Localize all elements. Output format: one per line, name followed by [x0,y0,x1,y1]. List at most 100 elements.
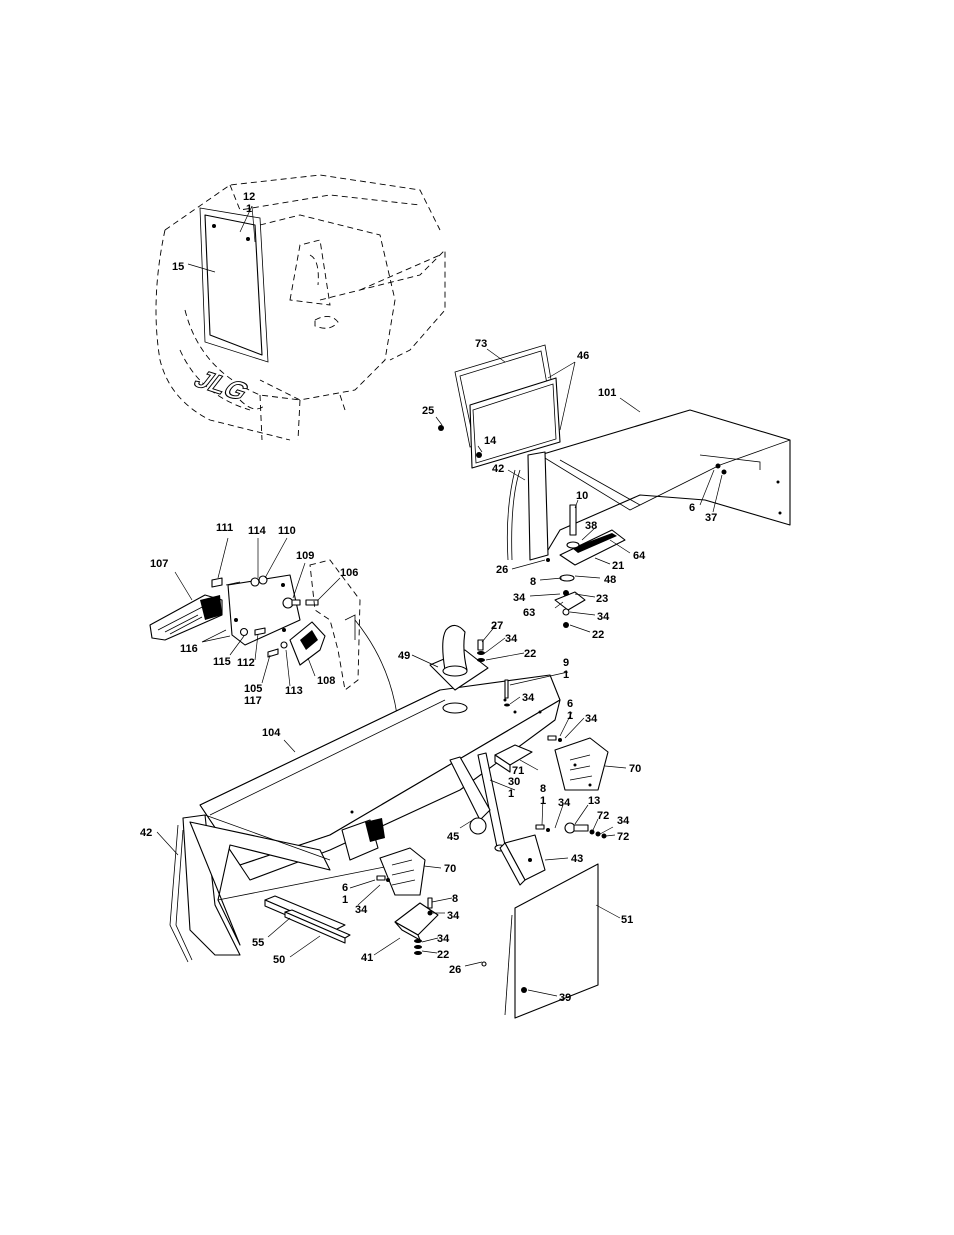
callout-label-34: 34 [597,611,610,623]
part-101-fender [506,409,791,561]
callout-label-6: 6 [689,502,695,514]
callout-label-107: 107 [150,558,168,570]
callout-label-109: 109 [296,550,314,562]
part-45-arm [449,756,491,835]
callout-label-26: 26 [449,964,461,976]
part-106-bracket [309,559,361,691]
callout-label-25: 25 [422,405,434,417]
callout-label-39: 39 [559,992,571,1004]
callout-label-45: 45 [447,831,459,843]
callout-label-104: 104 [262,727,281,739]
callout-labels: 1211573461012514421063738642148268233463… [140,191,717,1004]
part-43-bracket [499,834,546,886]
callout-label-13: 13 [588,795,600,807]
callout-label-117: 117 [244,695,262,707]
callout-label-72: 72 [617,831,629,843]
callout-label-6: 6 [342,882,348,894]
callout-label-49: 49 [398,650,410,662]
hinge-assembly [546,504,626,628]
callout-label-23: 23 [596,593,608,605]
callout-label-72: 72 [597,810,609,822]
callout-label-8: 8 [530,576,536,588]
fasteners-right [535,735,607,839]
callout-label-34: 34 [437,933,450,945]
callout-label-116: 116 [180,643,198,655]
part-109-knob [282,597,301,609]
callout-label-41: 41 [361,952,373,964]
callout-label-14: 14 [484,435,497,447]
part-107-handle [149,594,223,641]
callout-label-43: 43 [571,853,583,865]
latch-under-housing [341,818,385,861]
part-70-hinge-right [554,737,609,791]
callout-label-73: 73 [475,338,487,350]
part-116-plate [225,574,301,646]
callout-label-34: 34 [355,904,368,916]
part-49-vent [429,624,489,691]
callout-label-113: 113 [285,685,303,697]
callout-label-106: 106 [340,567,358,579]
callout-label-9: 9 [563,657,569,669]
part-108-latch [280,599,326,666]
part-42-left-fender [169,814,421,963]
callout-label-34: 34 [522,692,535,704]
callout-label-1: 1 [567,710,573,722]
part-70-hinge-left [379,847,426,896]
callout-label-42: 42 [140,827,152,839]
callout-label-48: 48 [604,574,616,586]
callout-label-101: 101 [598,387,616,399]
callout-label-10: 10 [576,490,588,502]
callout-label-34: 34 [505,633,518,645]
leader-lines [156,205,723,997]
callout-label-1: 1 [508,788,514,800]
callout-label-110: 110 [278,525,296,537]
callout-label-108: 108 [317,675,335,687]
callout-label-46: 46 [577,350,589,362]
part-50-bar [284,909,351,944]
callout-label-26: 26 [496,564,508,576]
callout-label-8: 8 [452,893,458,905]
callout-label-22: 22 [524,648,536,660]
callout-label-15: 15 [172,261,184,273]
callout-label-22: 22 [437,949,449,961]
callout-label-55: 55 [252,937,264,949]
part-104-housing [199,674,561,881]
callout-label-1: 1 [540,795,546,807]
callout-label-12: 12 [243,191,255,203]
callout-label-114: 114 [248,525,267,537]
callout-label-30: 30 [508,776,520,788]
callout-label-34: 34 [447,910,460,922]
part-51-panel [481,863,599,1019]
fasteners-27-34-22 [477,639,510,707]
part-25-fastener [438,425,444,431]
machine-outline [155,174,446,441]
callout-label-63: 63 [523,607,535,619]
callout-label-34: 34 [585,713,598,725]
jlg-logo-text: JLG [188,366,255,406]
callout-label-37: 37 [705,512,717,524]
part-71-bracket [494,744,533,773]
part-41-bracket [376,875,439,955]
callout-label-51: 51 [621,914,633,926]
callout-label-27: 27 [491,620,503,632]
callout-label-111: 111 [216,522,233,534]
callout-label-1: 1 [246,203,252,215]
callout-label-71: 71 [512,765,524,777]
callout-label-22: 22 [592,629,604,641]
callout-label-64: 64 [633,550,646,562]
callout-label-1: 1 [342,894,348,906]
part-15-panel [199,207,269,363]
callout-label-21: 21 [612,560,624,572]
callout-label-8: 8 [540,783,546,795]
callout-label-105: 105 [244,683,262,695]
callout-label-50: 50 [273,954,285,966]
callout-label-34: 34 [558,797,571,809]
callout-label-1: 1 [563,669,569,681]
callout-label-70: 70 [629,763,641,775]
callout-label-34: 34 [617,815,630,827]
callout-label-6: 6 [567,698,573,710]
fasteners-111-112 [211,577,279,658]
callout-label-42: 42 [492,463,504,475]
jlg-logo: JLG [188,365,256,406]
